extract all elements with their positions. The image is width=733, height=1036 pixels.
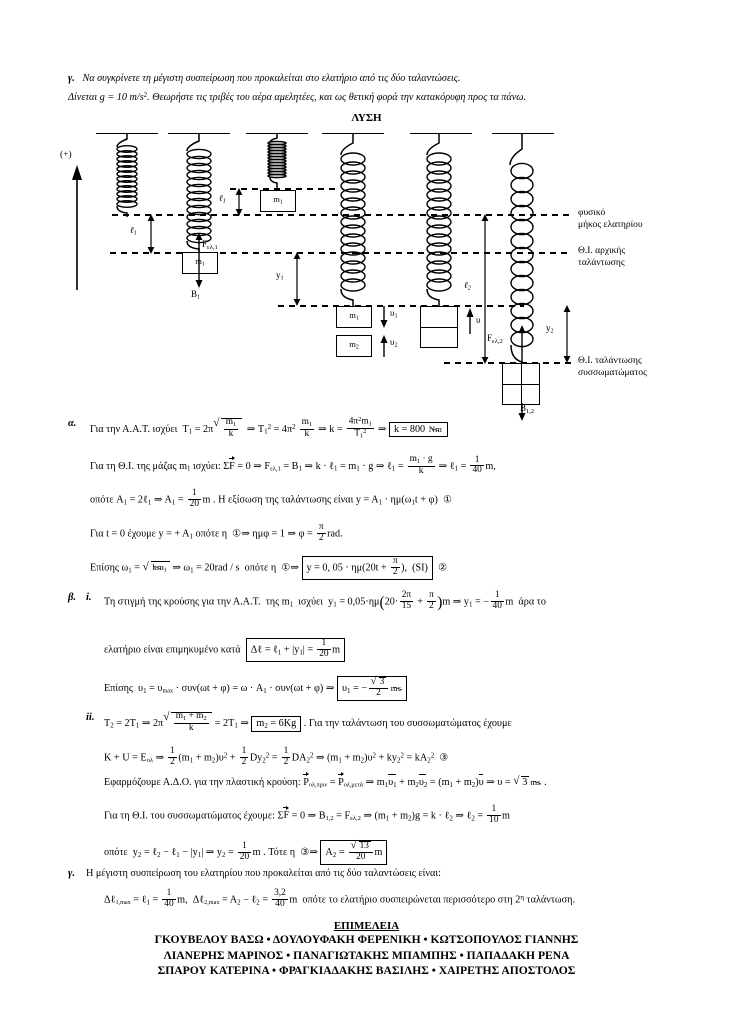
- label-l2: ℓ2: [464, 280, 471, 292]
- dimension-l2: [481, 214, 489, 364]
- spring-2: [186, 133, 212, 255]
- spring-5: [426, 133, 452, 308]
- dashed-combined-equilibrium: [444, 362, 572, 364]
- mass-combined-spring6: [502, 363, 540, 405]
- positive-direction-arrow: [64, 155, 90, 290]
- credits-block: ΕΠΙΜΕΛΕΙΑ ΓΚΟΥΒΕΛΟΥ ΒΑΣΩ • ΔΟΥΛΟΥΦΑΚΗ ΦΕ…: [0, 920, 733, 979]
- label-l1-spring3: ℓ1: [219, 193, 226, 205]
- physics-diagram: (+): [0, 125, 733, 421]
- mass-m1-spring3: m1: [260, 190, 296, 212]
- dashed-collision-level: [278, 305, 524, 307]
- dashed-initial-equilibrium: [110, 252, 572, 254]
- beta-ii-line-4: Για τη Θ.Ι. του συσσωματώματος έχουμε: Σ…: [104, 804, 510, 826]
- ceiling-5: [410, 133, 472, 134]
- prompt-exponent: 2: [143, 92, 148, 99]
- annotation-combined-equilibrium: Θ.Ι. ταλάντωσης συσσωματώματος: [578, 356, 647, 378]
- credits-title: ΕΠΙΜΕΛΕΙΑ: [333, 920, 400, 932]
- prompt-line-1: Να συγκρίνετε τη μέγιστη συσπείρωση που …: [82, 73, 461, 84]
- mass-combined-spring5: [420, 306, 458, 348]
- alpha-line-5: Επίσης ω1 = k|m1 ⇒ ω1 = 20rad / s οπότε …: [90, 556, 447, 581]
- label-y1: y1: [276, 270, 284, 282]
- label-weight-B12: B1,2: [520, 403, 535, 415]
- label-v: υ: [476, 315, 481, 325]
- prompt-line-2b: . Θεωρήστε τις τριβές του αέρα αμελητέες…: [147, 91, 527, 103]
- gamma-end: ταλάντωση.: [526, 894, 575, 906]
- alpha-line-4: Για t = 0 έχουμε y = + A1 οπότε η ①⇒ ημφ…: [90, 522, 343, 544]
- beta-ii-line-1: T2 = 2T1 ⇒ 2πm1 + m2k = 2T1 ⇒ m2 = 6Kg .…: [104, 711, 512, 734]
- label-v1: υ1: [390, 308, 398, 320]
- label-l1-left: ℓ1: [130, 225, 137, 237]
- dimension-l1-spring3: [235, 188, 243, 216]
- dashed-spring3-top: [230, 188, 340, 190]
- result-k: k = 800 N|m: [388, 421, 448, 437]
- label-y2: y2: [546, 323, 554, 335]
- beta-i-line-3: Επίσης υ1 = υmax · συν(ωt + φ) = ω · A1 …: [104, 676, 408, 702]
- gamma-line-1: Η μέγιστη συσπείρωση του ελατηρίου που π…: [86, 868, 441, 879]
- part-gamma-marker: γ.: [68, 868, 75, 879]
- part-alpha-marker: α.: [68, 418, 77, 429]
- force-arrows-spring6: [518, 325, 526, 421]
- label-F-elastic-1: Fελ,1: [202, 239, 218, 251]
- beta-i-line-2: ελατήριο είναι επιμηκυμένο κατά Δℓ = ℓ1 …: [104, 638, 345, 663]
- dashed-natural-length: [112, 214, 572, 216]
- beta-ii-marker: ii.: [86, 712, 95, 723]
- gamma-sup: η: [520, 894, 524, 902]
- beta-i-line-1: Τη στιγμή της κρούσης για την Α.Α.Τ. της…: [104, 590, 546, 612]
- result-m2: m2 = 6Kg: [251, 715, 302, 732]
- part-beta-marker: β.: [68, 592, 77, 603]
- label-weight-B1: B1: [191, 289, 201, 301]
- mass-m1-spring4: m1: [336, 306, 372, 328]
- alpha-line-1: Για την Α.Α.Τ. ισχύει T1 = 2πm1k ⇒ T12 =…: [90, 417, 448, 441]
- credits-row-3: ΣΠΑΡΟΥ ΚΑΤΕΡΙΝΑ • ΦΡΑΓΚΙΑΔΑΚΗΣ ΒΑΣΙΛΗΣ •…: [157, 964, 576, 977]
- positive-direction-label: (+): [60, 150, 72, 160]
- beta-ii-line-3: Εφαρμόζουμε Α.Δ.Ο. για την πλαστική κρού…: [104, 772, 547, 789]
- spring-3-compressed: [267, 133, 287, 189]
- question-prompt: γ. Να συγκρίνετε τη μέγιστη συσπείρωση π…: [68, 70, 668, 106]
- arrow-v2-up: [380, 335, 388, 357]
- spring-4: [340, 133, 366, 308]
- dimension-y1: [293, 252, 301, 306]
- credits-row-2: ΛΙΑΝΕΡΗΣ ΜΑΡΙΝΟΣ • ΠΑΝΑΓΙΩΤΑΚΗΣ ΜΠΑΜΠΗΣ …: [163, 948, 570, 962]
- force-arrows-spring2: [195, 233, 203, 288]
- dimension-y2: [563, 305, 571, 363]
- dimension-l1-left: [147, 214, 155, 254]
- spring-6: [509, 133, 534, 373]
- alpha-line-2: Για τη Θ.Ι. της μάζας m1 ισχύει: ΣF = 0 …: [90, 454, 496, 476]
- prompt-marker: γ.: [68, 73, 75, 84]
- beta-i-marker: i.: [86, 592, 92, 603]
- prompt-line-2a: Δίνεται g = 10 m/s: [68, 91, 144, 103]
- arrow-v-up: [466, 308, 474, 334]
- credits-row-1: ΓΚΟΥΒΕΛΟΥ ΒΑΣΩ • ΔΟΥΛΟΥΦΑΚΗ ΦΕΡΕΝΙΚΗ • Κ…: [154, 933, 579, 946]
- annotation-initial-equilibrium: Θ.Ι. αρχικής ταλάντωσης: [578, 246, 626, 268]
- arrow-v1-down: [380, 306, 388, 328]
- spring-1: [116, 133, 138, 217]
- mass-m2-free: m2: [336, 335, 372, 357]
- result-v1: υ1 = −32m|s: [336, 676, 408, 702]
- gamma-tail: οπότε το ελατήριο συσπειρώνεται περισσότ…: [302, 894, 521, 906]
- label-v2: υ2: [390, 337, 398, 349]
- annotation-natural-length: φυσικό μήκος ελατηρίου: [578, 208, 643, 230]
- label-F-elastic-2: Fελ,2: [487, 333, 503, 345]
- solution-title: ΛΥΣΗ: [351, 112, 382, 124]
- mass-m1-spring2: m1: [182, 252, 218, 274]
- ceiling-6: [492, 133, 554, 134]
